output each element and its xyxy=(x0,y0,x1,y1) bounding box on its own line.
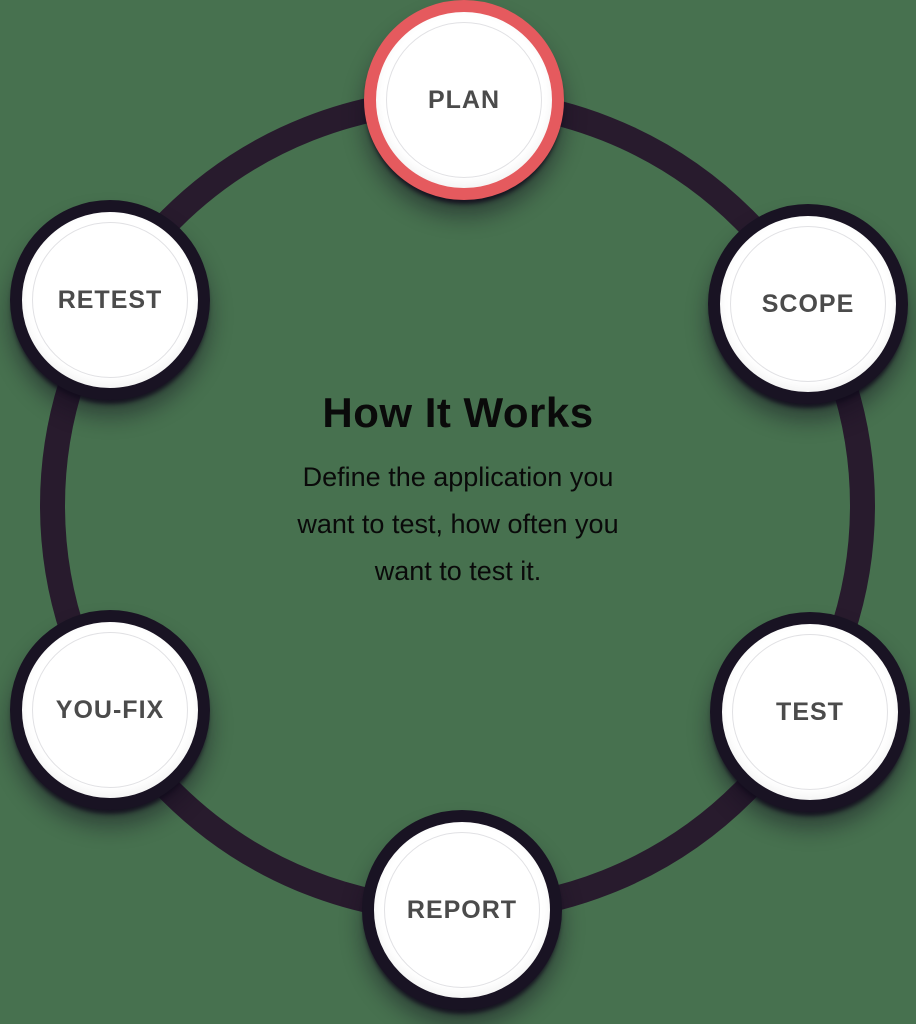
node-scope[interactable]: SCOPE xyxy=(708,204,908,404)
node-report[interactable]: REPORT xyxy=(362,810,562,1010)
node-plan-label: PLAN xyxy=(427,85,501,114)
center-text-block: How It Works Define the application you … xyxy=(208,392,708,595)
node-test-label: TEST xyxy=(776,697,844,726)
node-you-fix[interactable]: YOU-FIX xyxy=(10,610,210,810)
node-test[interactable]: TEST xyxy=(710,612,910,812)
node-you-fix-label: YOU-FIX xyxy=(55,695,165,724)
node-retest[interactable]: RETEST xyxy=(10,200,210,400)
node-report-label: REPORT xyxy=(406,895,518,924)
node-scope-label: SCOPE xyxy=(761,289,855,318)
node-plan[interactable]: PLAN xyxy=(364,0,564,200)
diagram-description-line: want to test it. xyxy=(374,556,542,586)
diagram-title: How It Works xyxy=(322,389,594,436)
diagram-description-line: Define the application you xyxy=(302,462,614,492)
diagram-description-line: want to test, how often you xyxy=(297,509,619,539)
node-retest-label: RETEST xyxy=(57,285,163,314)
